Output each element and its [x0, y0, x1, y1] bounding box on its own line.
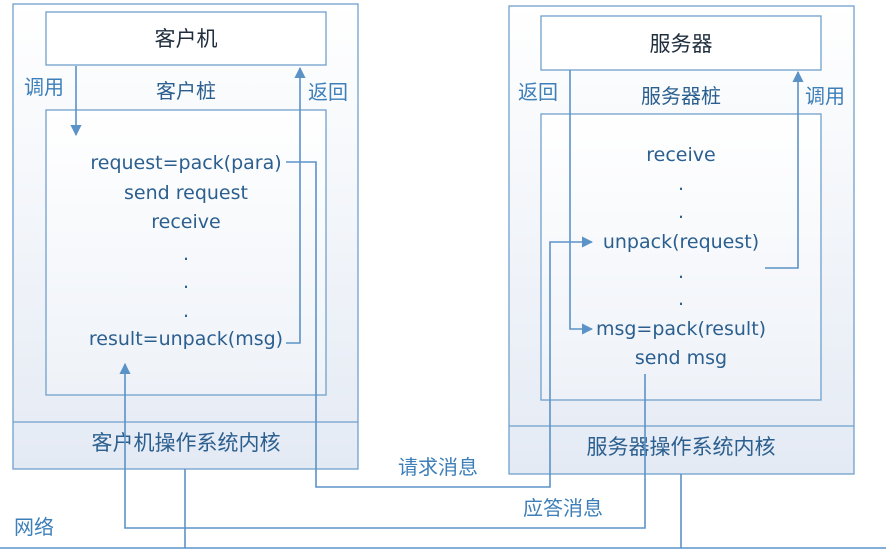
client-group: 客户机 客户桩 调用 返回 request=pack(para) send re… [12, 3, 359, 470]
server-code-line-3: msg=pack(result) [596, 318, 766, 340]
server-return-arrow [569, 70, 594, 335]
client-stub-label: 客户桩 [156, 79, 216, 103]
server-group: 服务器 服务器桩 返回 调用 receive . . unpack(reques… [508, 5, 855, 475]
server-code-line-2: unpack(request) [603, 231, 759, 253]
request-message-path [286, 161, 594, 488]
server-code-line-1: receive [646, 144, 715, 166]
server-stub-label: 服务器桩 [641, 84, 721, 108]
client-ellipsis-dot-1: . [183, 243, 189, 265]
server-stub-box [540, 113, 822, 401]
network-label: 网络 [14, 515, 54, 539]
server-call-label: 调用 [805, 84, 845, 108]
request-message-label: 请求消息 [398, 455, 478, 479]
client-code-line-3: receive [151, 211, 220, 233]
client-code-line-4: result=unpack(msg) [89, 328, 283, 350]
client-code-line-2: send request [124, 182, 248, 204]
client-return-label: 返回 [308, 80, 348, 104]
server-return-label: 返回 [518, 80, 558, 104]
client-title-box [45, 11, 327, 66]
server-call-arrow [765, 70, 804, 269]
response-message-label: 应答消息 [523, 496, 603, 520]
server-ellipsis-dot-3: . [678, 261, 684, 283]
server-kernel-label: 服务器操作系统内核 [587, 435, 776, 459]
server-ellipsis-dot-2: . [678, 201, 684, 223]
client-title: 客户机 [155, 27, 218, 51]
connectors [0, 66, 886, 549]
client-ellipsis-dot-2: . [183, 271, 189, 293]
client-ellipsis-dot-3: . [183, 300, 189, 322]
server-title: 服务器 [650, 32, 713, 56]
client-kernel-label: 客户机操作系统内核 [92, 431, 281, 455]
server-title-box [540, 15, 822, 71]
response-message-path [119, 362, 646, 529]
client-call-label: 调用 [24, 75, 64, 99]
client-stub-box [45, 109, 327, 396]
server-ellipsis-dot-1: . [678, 173, 684, 195]
server-ellipsis-dot-4: . [678, 288, 684, 310]
client-return-arrow [286, 66, 306, 344]
server-code-line-4: send msg [635, 347, 727, 369]
client-code-line-1: request=pack(para) [90, 152, 281, 174]
